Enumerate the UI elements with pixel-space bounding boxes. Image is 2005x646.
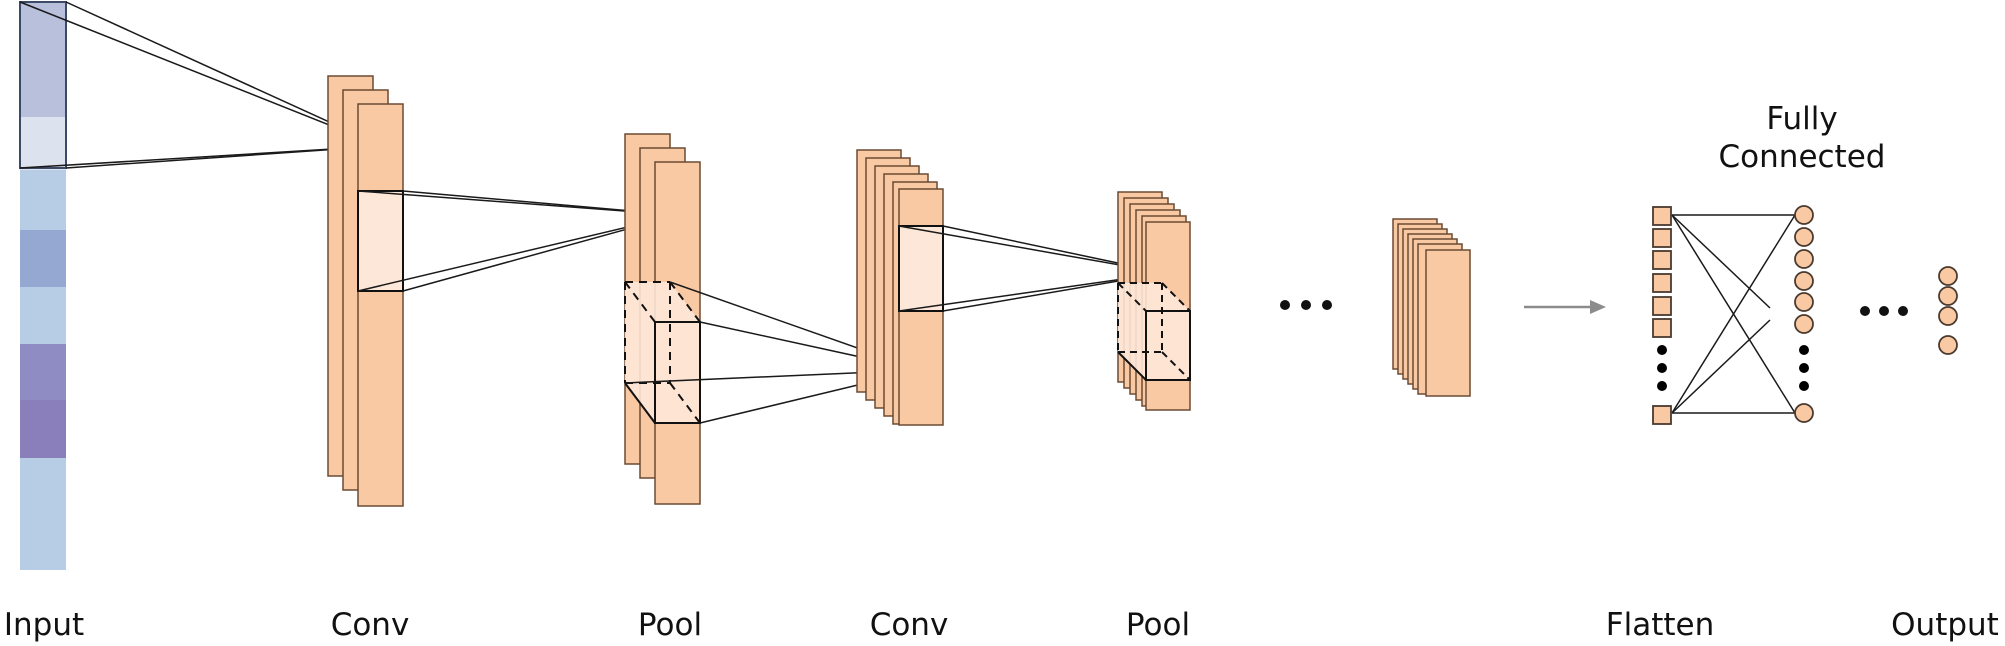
feature-map — [1425, 249, 1471, 397]
flatten-unit — [1652, 228, 1672, 248]
conv2-window — [898, 225, 944, 312]
output-neuron — [1938, 286, 1958, 306]
final-feature-maps — [1392, 218, 1471, 397]
pool1-window — [624, 281, 701, 424]
feature-map — [357, 103, 404, 507]
input-segment — [20, 117, 66, 170]
output-label: Output — [1891, 607, 1999, 643]
fc-connections — [1671, 214, 1796, 414]
input-receptive-window — [19, 1, 67, 169]
hidden-layer — [1794, 205, 1814, 423]
flatten-unit — [1652, 318, 1672, 338]
conv1-feature-maps — [327, 75, 404, 507]
fully-connected-label: Fully Connected — [1719, 100, 1886, 176]
arrow-right-icon — [1524, 300, 1606, 314]
hidden-neuron — [1794, 314, 1814, 334]
hidden-dot — [1799, 363, 1809, 373]
flatten-vector — [1652, 206, 1672, 425]
fully-connected-line-1: Fully — [1766, 101, 1838, 137]
conv1-label: Conv — [330, 607, 410, 643]
flatten-dot — [1657, 381, 1667, 391]
flatten-label: Flatten — [1605, 607, 1715, 643]
flatten-unit — [1652, 405, 1672, 425]
input-segment — [20, 230, 66, 287]
input-label: Input — [3, 607, 85, 643]
input-column — [19, 1, 67, 570]
input-segment — [20, 287, 66, 344]
output-neuron — [1938, 306, 1958, 326]
pool1-label: Pool — [637, 607, 703, 643]
hidden-dot — [1799, 345, 1809, 355]
flatten-unit — [1652, 206, 1672, 226]
flatten-unit — [1652, 273, 1672, 293]
hidden-neuron — [1794, 292, 1814, 312]
output-neuron — [1938, 335, 1958, 355]
input-segment — [20, 2, 66, 117]
input-segment — [20, 400, 66, 458]
fully-connected-line-2: Connected — [1718, 139, 1886, 175]
input-segment — [20, 344, 66, 400]
flatten-unit — [1652, 250, 1672, 270]
hidden-dot — [1799, 381, 1809, 391]
conv1-window — [357, 190, 404, 292]
hidden-neuron — [1794, 249, 1814, 269]
ellipsis-icon — [1860, 306, 1908, 316]
ellipsis-icon — [1280, 300, 1332, 310]
hidden-neuron — [1794, 271, 1814, 291]
hidden-neuron — [1794, 205, 1814, 225]
conv2-feature-maps — [856, 149, 944, 426]
conv2-label: Conv — [869, 607, 949, 643]
input-segment — [20, 458, 66, 570]
flatten-dot — [1657, 345, 1667, 355]
pool2-window — [1117, 282, 1191, 381]
hidden-neuron — [1794, 403, 1814, 423]
output-layer — [1938, 266, 1958, 355]
input-segment — [20, 170, 66, 230]
output-neuron — [1938, 266, 1958, 286]
flatten-unit — [1652, 296, 1672, 316]
hidden-neuron — [1794, 227, 1814, 247]
pool2-label: Pool — [1125, 607, 1191, 643]
flatten-dot — [1657, 363, 1667, 373]
